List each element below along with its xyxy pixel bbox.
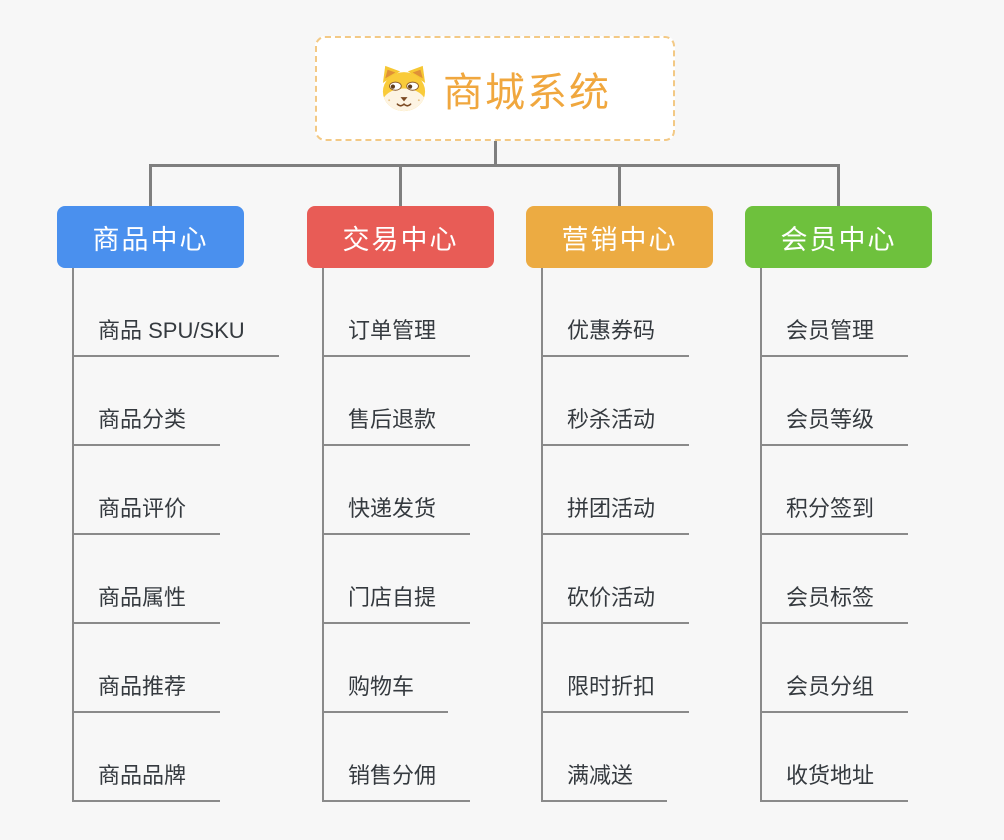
leaf-node-marketing-center-3[interactable]: 拼团活动 [541, 495, 690, 535]
dog-face-icon [382, 65, 426, 112]
leaf-node-marketing-center-2[interactable]: 秒杀活动 [541, 406, 690, 446]
leaf-node-product-center-4[interactable]: 商品属性 [72, 584, 221, 624]
leaf-node-marketing-center-1[interactable]: 优惠券码 [541, 317, 690, 357]
branch-label: 商品中心 [92, 224, 209, 255]
connector-drop [399, 164, 402, 206]
leaf-node-trade-center-3[interactable]: 快递发货 [322, 495, 471, 535]
leaf-node-product-center-3[interactable]: 商品评价 [72, 495, 221, 535]
leaf-node-trade-center-1[interactable]: 订单管理 [322, 317, 471, 357]
leaf-node-marketing-center-5[interactable]: 限时折扣 [541, 673, 690, 713]
connector-drop [149, 164, 152, 206]
leaf-node-product-center-2[interactable]: 商品分类 [72, 406, 221, 446]
branch-label: 会员中心 [780, 224, 897, 255]
leaf-node-trade-center-6[interactable]: 销售分佣 [322, 762, 471, 802]
leaf-node-member-center-3[interactable]: 积分签到 [760, 495, 909, 535]
connector-rail [149, 164, 840, 167]
branch-node-member-center[interactable]: 会员中心 [745, 206, 932, 268]
leaf-node-trade-center-2[interactable]: 售后退款 [322, 406, 471, 446]
connector-drop [618, 164, 621, 206]
leaf-node-product-center-5[interactable]: 商品推荐 [72, 673, 221, 713]
root-node[interactable]: 商城系统 [315, 36, 675, 141]
branch-node-trade-center[interactable]: 交易中心 [307, 206, 494, 268]
branch-node-product-center[interactable]: 商品中心 [57, 206, 244, 268]
leaf-node-member-center-4[interactable]: 会员标签 [760, 584, 909, 624]
leaf-node-trade-center-4[interactable]: 门店自提 [322, 584, 471, 624]
leaf-node-member-center-1[interactable]: 会员管理 [760, 317, 909, 357]
connector-drop [837, 164, 840, 206]
leaf-node-member-center-6[interactable]: 收货地址 [760, 762, 909, 802]
leaf-node-product-center-1[interactable]: 商品 SPU/SKU [72, 317, 279, 357]
leaf-node-member-center-5[interactable]: 会员分组 [760, 673, 909, 713]
root-title: 商城系统 [443, 70, 611, 115]
leaf-node-trade-center-5[interactable]: 购物车 [322, 673, 449, 713]
branch-node-marketing-center[interactable]: 营销中心 [526, 206, 713, 268]
leaf-node-member-center-2[interactable]: 会员等级 [760, 406, 909, 446]
branch-label: 营销中心 [561, 224, 678, 255]
leaf-node-marketing-center-4[interactable]: 砍价活动 [541, 584, 690, 624]
branch-label: 交易中心 [342, 224, 459, 255]
leaf-node-product-center-6[interactable]: 商品品牌 [72, 762, 221, 802]
connector-root-stem [493, 141, 497, 167]
leaf-node-marketing-center-6[interactable]: 满减送 [541, 762, 668, 802]
